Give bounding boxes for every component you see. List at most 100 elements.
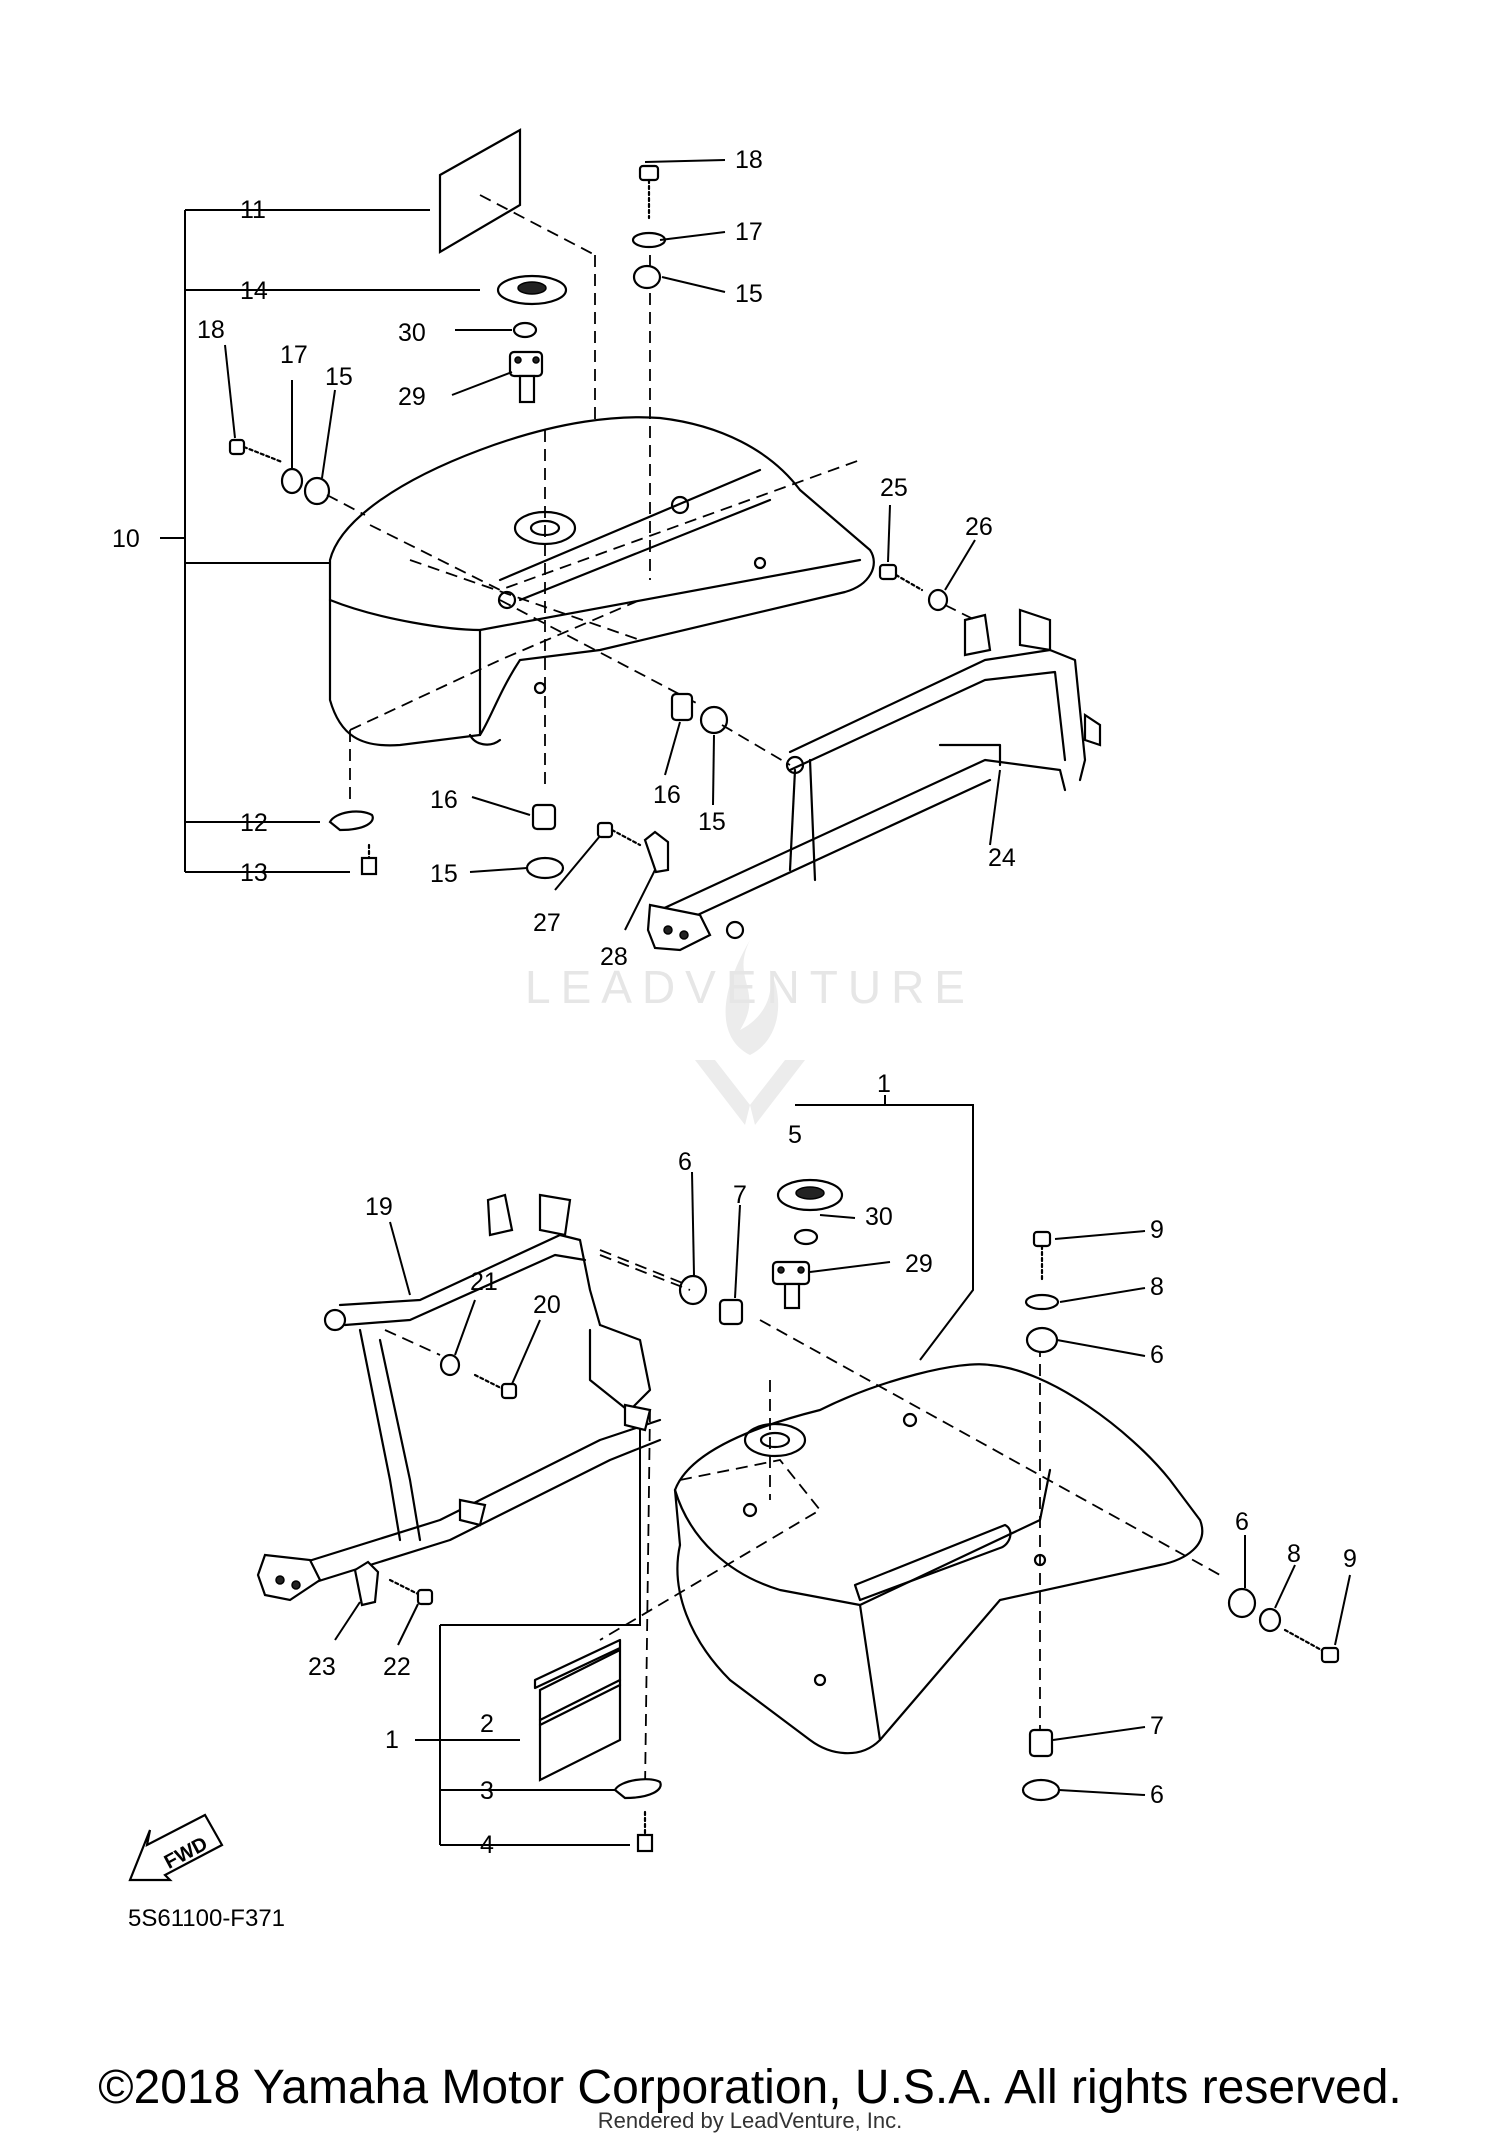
bracket-1-top [795, 1095, 974, 1361]
grommet-6-left [678, 1274, 708, 1306]
seal-30 [512, 321, 538, 339]
bolt-25 [878, 563, 898, 581]
callout-1-top: 1 [877, 1070, 891, 1098]
grommet-6-bottom [1021, 1778, 1061, 1802]
grommet-15-mid [699, 705, 729, 735]
grommet-15-left [303, 476, 331, 506]
bolt-20 [500, 1382, 518, 1400]
callout-12: 12 [240, 809, 268, 837]
bolt-22 [416, 1588, 434, 1606]
callout-10: 10 [112, 525, 140, 553]
fwd-arrow-icon: FWD [128, 1813, 224, 1882]
stay-19 [256, 1193, 691, 1602]
callout-8-b: 8 [1287, 1540, 1301, 1568]
bracket-10 [160, 209, 480, 873]
callout-7-a: 7 [733, 1181, 747, 1209]
clip-12 [328, 810, 374, 832]
stay-24 [646, 608, 1102, 952]
callout-26: 26 [965, 513, 993, 541]
label-plate-11 [438, 128, 522, 254]
copyright-notice: ©2018 Yamaha Motor Corporation, U.S.A. A… [98, 2061, 1402, 2114]
callout-6-d: 6 [1150, 1781, 1164, 1809]
seal-30-b [793, 1228, 819, 1246]
washer-21 [439, 1353, 461, 1377]
callout-13: 13 [240, 859, 268, 887]
diagram-code: 5S61100-F371 [128, 1905, 286, 1932]
callout-17-a: 17 [735, 218, 763, 246]
label-plate-2 [538, 1648, 622, 1782]
clip-3 [613, 1778, 662, 1800]
left-saddlebag-assembly [160, 128, 1102, 952]
callout-18-a: 18 [735, 146, 763, 174]
callout-16-b: 16 [653, 781, 681, 809]
bolt-18-left [228, 438, 246, 456]
callout-27: 27 [533, 909, 561, 937]
callout-9-b: 9 [1343, 1545, 1357, 1573]
callout-9-a: 9 [1150, 1216, 1164, 1244]
bolt-9-right [1320, 1646, 1340, 1664]
bolt-27 [596, 821, 614, 839]
callout-29-a: 29 [398, 383, 426, 411]
washer-26 [927, 588, 949, 612]
watermark-text: LEADVENTURE [525, 961, 975, 1013]
washer-8-right [1258, 1607, 1282, 1633]
callout-29-b: 29 [905, 1250, 933, 1278]
callout-15-b: 15 [325, 363, 353, 391]
callout-19: 19 [365, 1193, 393, 1221]
bolt-9-top [1032, 1230, 1052, 1248]
callout-8-a: 8 [1150, 1273, 1164, 1301]
lock-29 [508, 350, 544, 378]
collar-7-left [718, 1298, 744, 1326]
callout-6-a: 6 [678, 1148, 692, 1176]
rendered-by-notice: Rendered by LeadVenture, Inc. [597, 2108, 903, 2133]
bracket-1-left [415, 1410, 641, 1846]
callout-7-b: 7 [1150, 1712, 1164, 1740]
bag-body-1 [673, 1363, 1204, 1755]
collar-7-bottom [1028, 1728, 1054, 1758]
callout-30-b: 30 [865, 1203, 893, 1231]
callout-18-b: 18 [197, 316, 225, 344]
bracket-23 [353, 1560, 380, 1607]
grommet-15-lower [525, 856, 565, 880]
callout-17-b: 17 [280, 341, 308, 369]
collar-16-lower [531, 803, 557, 831]
grommet-6-right [1227, 1587, 1257, 1619]
callout-6-c: 6 [1235, 1508, 1249, 1536]
lock-29-b [771, 1260, 811, 1286]
washer-8-top [1024, 1293, 1060, 1311]
bolt-18-top [638, 164, 660, 182]
callout-15-d: 15 [430, 860, 458, 888]
callout-28: 28 [600, 943, 628, 971]
callout-22: 22 [383, 1653, 411, 1681]
grommet-6-top [1025, 1326, 1059, 1354]
callout-30-a: 30 [398, 319, 426, 347]
grommet-15-top [632, 264, 662, 290]
callout-16-a: 16 [430, 786, 458, 814]
callout-2: 2 [480, 1710, 494, 1738]
callout-3: 3 [480, 1777, 494, 1805]
washer-17-left [280, 467, 304, 495]
callout-15-a: 15 [735, 280, 763, 308]
collar-16-mid [670, 692, 694, 722]
callout-4: 4 [480, 1831, 494, 1859]
right-saddlebag-assembly [256, 1095, 1340, 1853]
callout-numbers: 1 1 2 3 4 5 6 6 6 6 7 7 8 8 9 9 10 11 12… [112, 146, 1357, 1859]
callout-15-c: 15 [698, 808, 726, 836]
callout-23: 23 [308, 1653, 336, 1681]
callout-25: 25 [880, 474, 908, 502]
callout-20: 20 [533, 1291, 561, 1319]
callout-14: 14 [240, 277, 268, 305]
bag-body-10 [328, 416, 875, 747]
bracket-28 [643, 830, 670, 874]
screw-13 [360, 856, 378, 876]
leadventure-logo-icon [695, 940, 805, 1125]
callout-1-left: 1 [385, 1726, 399, 1754]
callout-24: 24 [988, 844, 1016, 872]
leader-lines [224, 159, 1351, 1796]
callout-21: 21 [470, 1268, 498, 1296]
callout-11: 11 [240, 196, 266, 224]
callout-6-b: 6 [1150, 1341, 1164, 1369]
screw-4 [636, 1833, 654, 1853]
callout-5: 5 [788, 1121, 802, 1149]
